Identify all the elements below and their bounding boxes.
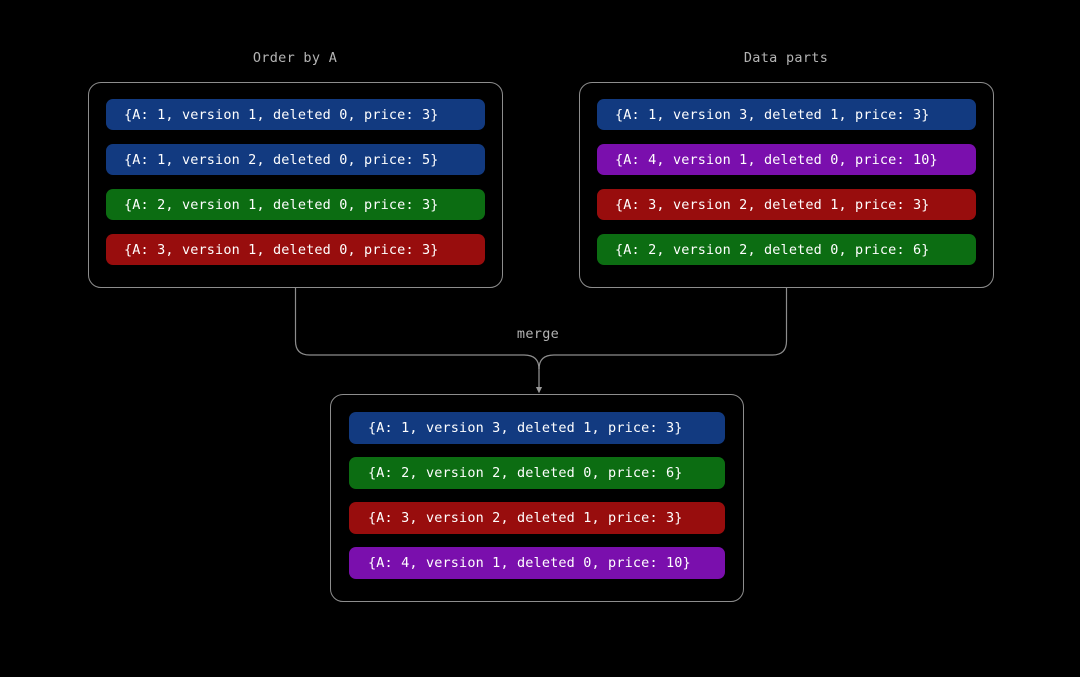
row-item: {A: 1, version 3, deleted 1, price: 3} <box>597 99 976 130</box>
row-item: {A: 3, version 2, deleted 1, price: 3} <box>597 189 976 220</box>
row-item: {A: 1, version 2, deleted 0, price: 5} <box>106 144 485 175</box>
merge-label: merge <box>516 326 560 342</box>
panel-title-data-parts: Data parts <box>743 50 829 66</box>
row-item: {A: 1, version 3, deleted 1, price: 3} <box>349 412 725 444</box>
row-item: {A: 4, version 1, deleted 0, price: 10} <box>597 144 976 175</box>
row-item: {A: 1, version 1, deleted 0, price: 3} <box>106 99 485 130</box>
row-item: {A: 2, version 2, deleted 0, price: 6} <box>349 457 725 489</box>
row-item: {A: 2, version 2, deleted 0, price: 6} <box>597 234 976 265</box>
panel-data-parts: {A: 1, version 3, deleted 1, price: 3} {… <box>579 82 994 288</box>
panel-title-order-by-a: Order by A <box>252 50 338 66</box>
row-item: {A: 2, version 1, deleted 0, price: 3} <box>106 189 485 220</box>
row-item: {A: 4, version 1, deleted 0, price: 10} <box>349 547 725 579</box>
panel-order-by-a: {A: 1, version 1, deleted 0, price: 3} {… <box>88 82 503 288</box>
row-item: {A: 3, version 2, deleted 1, price: 3} <box>349 502 725 534</box>
row-item: {A: 3, version 1, deleted 0, price: 3} <box>106 234 485 265</box>
panel-merged-result: {A: 1, version 3, deleted 1, price: 3} {… <box>330 394 744 602</box>
